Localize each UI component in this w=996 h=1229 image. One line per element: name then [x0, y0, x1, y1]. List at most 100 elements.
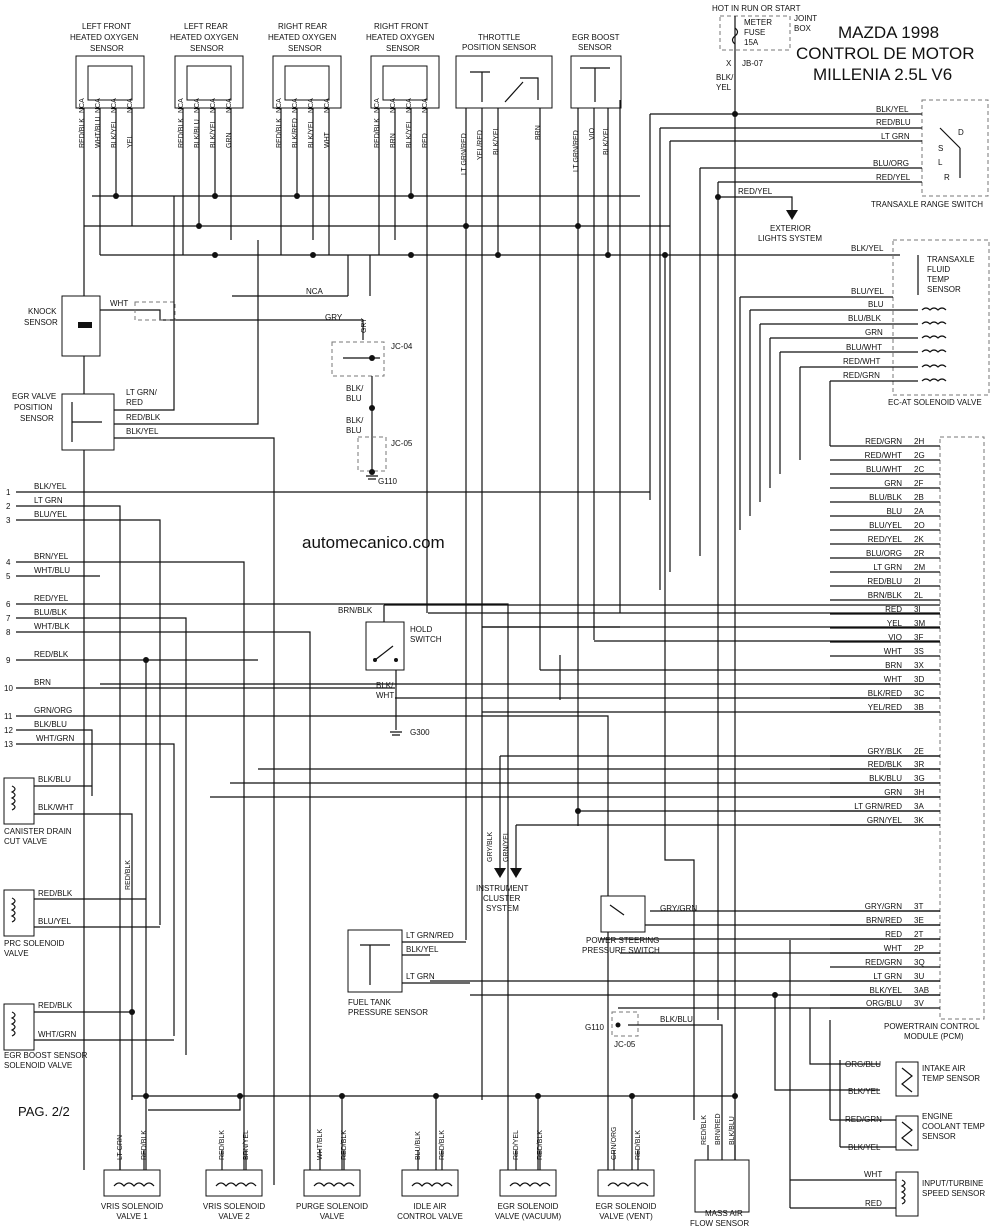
egrpos-wire-3: BLK/YEL — [126, 427, 159, 436]
sensor-name-1: LEFT REAR — [184, 22, 228, 31]
row-wire: BLU/BLK — [34, 608, 68, 617]
pcm-pin: 3I — [914, 605, 921, 614]
o2-sensor-rr: RIGHT REAR HEATED OXYGEN SENSOR NCA NCA … — [268, 22, 342, 148]
pcm-pin: 2M — [914, 563, 925, 572]
fuse-terminal: X — [726, 59, 732, 68]
pcm-wire: WHT — [884, 944, 902, 953]
jc-wire-3: BLK/ — [346, 416, 364, 425]
hold-bot-2: WHT — [376, 691, 394, 700]
prc-wire-2: BLU/YEL — [38, 917, 71, 926]
arrow-icon — [494, 868, 506, 878]
row-wire: GRN/ORG — [34, 706, 72, 715]
pcm-wire: BLK/YEL — [870, 986, 903, 995]
coil-icon — [215, 1182, 257, 1187]
valve-box — [499, 1169, 557, 1197]
fuse-name-2: FUSE — [744, 28, 765, 37]
pcm-pin: 2C — [914, 465, 924, 474]
pcm: POWERTRAIN CONTROL MODULE (PCM) — [884, 436, 985, 1041]
valve-box — [103, 1169, 161, 1197]
canister-box — [3, 777, 35, 825]
ecat-wire-4: BLU/WHT — [846, 343, 882, 352]
egrbs-wire-1: RED/BLK — [38, 1001, 73, 1010]
wire-label: LT GRN/RED — [461, 133, 468, 175]
pcm-pin: 2T — [914, 930, 923, 939]
trs-redyel: RED/YEL — [738, 187, 773, 196]
connector-outline — [134, 301, 176, 321]
wire-label: BLU/BLK — [415, 1131, 422, 1160]
switch-icon — [609, 904, 625, 916]
row-num: 2 — [6, 502, 11, 511]
thermistor-icon — [901, 1067, 913, 1093]
egrpos-name-1: EGR VALVE — [12, 392, 56, 401]
pcm-pin: 2A — [914, 507, 924, 516]
iat-wire-1: ORG/BLU — [845, 1060, 881, 1069]
jc-wire-1: BLK/ — [346, 384, 364, 393]
solenoid-coil-icon — [921, 349, 947, 353]
pss-name-2: PRESSURE SWITCH — [582, 946, 660, 955]
pcm-wire: GRN/YEL — [867, 816, 903, 825]
fuse-rating: 15A — [744, 38, 759, 47]
ground-g110-lower: G110 JC-05 BLK/BLU — [585, 1011, 723, 1120]
canister-drain-cut-valve: BLK/BLU BLK/WHT RED/BLK CANISTER DRAIN C… — [3, 775, 133, 1100]
egrbs-name-2: SOLENOID VALVE — [4, 1061, 72, 1070]
ftps-box — [347, 929, 403, 993]
pcm-wire: RED — [885, 930, 902, 939]
pcm-pin: 3H — [914, 788, 924, 797]
title-line-1: MAZDA 1998 — [838, 23, 939, 42]
egrbs-wire-2: WHT/GRN — [38, 1030, 76, 1039]
row-wire: BLU/YEL — [34, 510, 67, 519]
tft-name-2: FLUID — [927, 265, 950, 274]
wire-label: RED/YEL — [513, 1130, 520, 1160]
ect-name-1: ENGINE — [922, 1112, 953, 1121]
wire-label: GRY — [361, 318, 368, 333]
iat-name-1: INTAKE AIR — [922, 1064, 966, 1073]
pin: NCA — [111, 98, 118, 113]
coil-icon — [10, 785, 16, 811]
coil-icon — [313, 1182, 355, 1187]
pcm-wire: BLU — [886, 507, 902, 516]
sensor-heater-icon — [382, 65, 428, 101]
trs-wire-5: RED/YEL — [876, 173, 911, 182]
pin: NCA — [324, 98, 331, 113]
engine-coolant-temp-sensor: RED/GRN BLK/YEL ENGINE COOLANT TEMP SENS… — [829, 1020, 985, 1152]
pcm-wire: BLU/BLK — [869, 493, 903, 502]
ect-box — [895, 1115, 919, 1151]
egrpos-wire-1a: LT GRN/ — [126, 388, 158, 397]
g110b-jc: JC-05 — [614, 1040, 636, 1049]
hold-bot-1: BLK/ — [376, 681, 394, 690]
valve-name-1: EGR SOLENOID — [498, 1202, 559, 1211]
wire-label: BRN/RED — [715, 1113, 722, 1145]
ect-name-3: SENSOR — [922, 1132, 956, 1141]
row-num: 4 — [6, 558, 11, 567]
pcm-wire: BLU/YEL — [869, 521, 902, 530]
wire-label: BLK/RED — [292, 118, 299, 148]
pin: NCA — [194, 98, 201, 113]
pcm-row-wiring — [100, 100, 940, 1120]
tps-name-2: POSITION SENSOR — [462, 43, 536, 52]
ecat-name: EC-AT SOLENOID VALVE — [888, 398, 982, 407]
valve-name-2: VALVE — [320, 1212, 345, 1221]
valve-name-2: VALVE (VACUUM) — [495, 1212, 562, 1221]
maf-name-1: MASS AIR — [705, 1209, 743, 1218]
iss-name-2: SPEED SENSOR — [922, 1189, 985, 1198]
intake-air-temp-sensor: ORG/BLU BLK/YEL INTAKE AIR TEMP SENSOR — [845, 1060, 980, 1097]
tps-box — [455, 55, 553, 109]
arrow-icon — [510, 868, 522, 878]
canister-wire-2: BLK/WHT — [38, 803, 74, 812]
row-num: 10 — [4, 684, 13, 693]
sensor-name-1: RIGHT REAR — [278, 22, 327, 31]
wire-label: BLK/YEL — [210, 119, 217, 148]
row-wire: BLK/BLU — [34, 720, 67, 729]
